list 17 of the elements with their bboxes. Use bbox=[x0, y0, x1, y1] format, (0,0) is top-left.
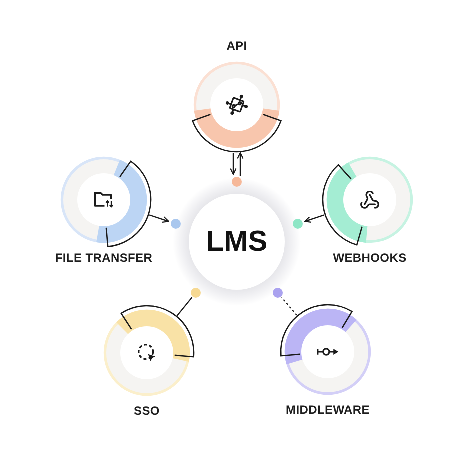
connector-dot bbox=[191, 288, 201, 298]
connector-dot bbox=[171, 219, 181, 229]
node-label: MIDDLEWARE bbox=[286, 403, 370, 418]
node-label: API bbox=[226, 39, 248, 54]
connector-line bbox=[176, 297, 193, 316]
arrow bbox=[149, 214, 170, 224]
arrow bbox=[237, 152, 244, 176]
connector-line bbox=[281, 297, 298, 316]
node-label: FILE TRANSFER bbox=[55, 251, 153, 266]
hub-label: LMS bbox=[206, 228, 268, 256]
connector-dot bbox=[293, 219, 303, 229]
connector-dot bbox=[232, 177, 242, 187]
arrow bbox=[304, 214, 325, 224]
arrow bbox=[230, 153, 237, 176]
connector-dot bbox=[273, 288, 283, 298]
node-label: WEBHOOKS bbox=[333, 251, 407, 266]
node-label: SSO bbox=[134, 404, 160, 419]
